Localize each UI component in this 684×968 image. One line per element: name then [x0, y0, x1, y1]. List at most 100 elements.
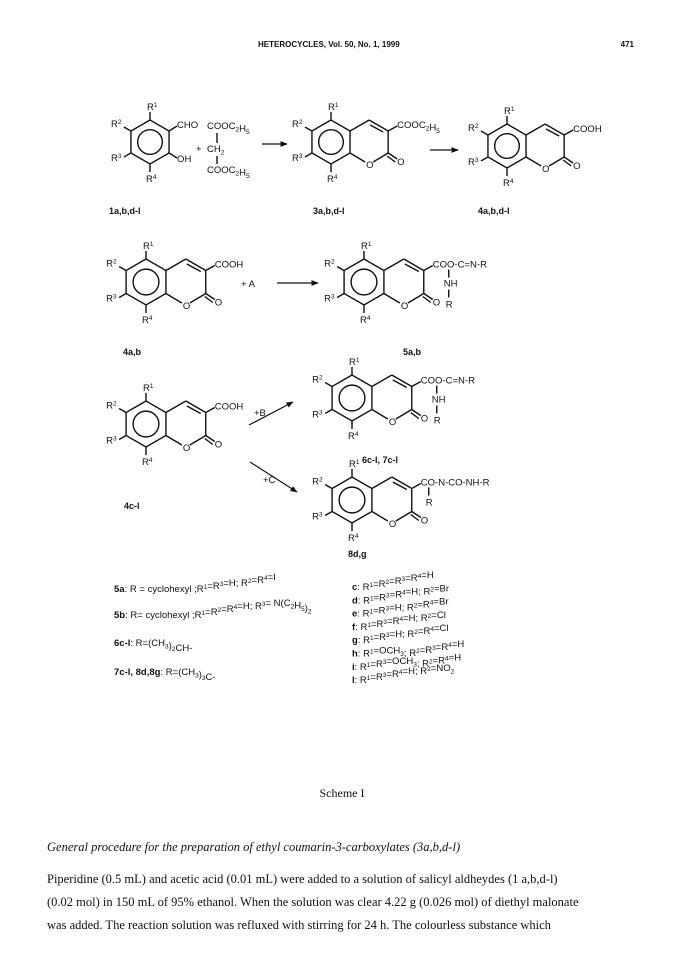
r3-label: R3 — [106, 436, 117, 447]
legend-right-entry: h: R1=OCH3; R2=R3=R4=H — [352, 639, 464, 660]
ring-oxygen-label: O — [401, 301, 408, 312]
ring-oxygen-label: O — [389, 519, 396, 530]
legend-left-entry: 6c-l: R=(CH3)2CH- — [114, 638, 192, 654]
r3-label: R3 — [111, 153, 122, 164]
coumarin-acid-ring — [487, 123, 527, 169]
malonate-bottom-label: COOC2H5 — [207, 165, 250, 180]
r4-label: R4 — [146, 174, 157, 185]
r2-label: R2 — [111, 119, 122, 130]
coumarin-urea-ring — [331, 476, 373, 524]
aromatic-ring — [338, 486, 366, 514]
legend-left-entry: 5b: R= cyclohexyl ;R1=R2=R4=H; R3= N(C2H… — [114, 598, 312, 621]
r2-label: R2 — [106, 259, 117, 270]
r2-label: R2 — [468, 123, 479, 134]
side-chain-label: COOH — [215, 260, 244, 271]
compound-label-4cl: 4c-l — [124, 501, 140, 511]
compound-label-1: 1a,b,d-l — [109, 206, 141, 216]
reaction-scheme: R1R2R3R4CHOOHCOOC2H5+CH2COOC2H51a,b,d-lO… — [106, 102, 602, 686]
aromatic-ring — [493, 132, 521, 160]
running-header: HETEROCYCLES, Vol. 50, No. 1, 1999 471 — [0, 40, 684, 54]
paragraph-line: (0.02 mol) in 150 mL of 95% ethanol. Whe… — [47, 895, 579, 909]
body-paragraph: Piperidine (0.5 mL) and acetic acid (0.0… — [47, 868, 641, 937]
legend-right-entry: f: R1=R3=R4=H; R2=Cl — [352, 610, 446, 633]
r3-label: R3 — [468, 157, 479, 168]
r3-label: R3 — [312, 410, 323, 421]
ring-oxygen-label: O — [366, 160, 373, 171]
coumarin-acid-ring — [125, 258, 167, 306]
r4-label: R4 — [142, 457, 153, 468]
r2-label: R2 — [292, 119, 303, 130]
compound-label-5ab: 5a,b — [403, 347, 422, 357]
side-chain-label: COO-C=N-R — [433, 260, 487, 271]
section-heading: General procedure for the preparation of… — [47, 840, 461, 854]
legend-right-entry: e: R1=R3=H; R2=R4=Br — [352, 597, 449, 620]
carbonyl-oxygen-label: O — [215, 440, 222, 451]
legend-right-entry: d: R1=R3=R4=H; R2=Br — [352, 583, 449, 606]
carbonyl-oxygen-label: O — [433, 298, 440, 309]
cho-label: CHO — [177, 120, 198, 131]
aromatic-ring — [136, 128, 164, 156]
compound-label-4: 4a,b,d-l — [478, 206, 510, 216]
r3-label: R3 — [312, 512, 323, 523]
side-chain-label: COOH — [573, 124, 602, 135]
scheme-caption: Scheme I — [319, 786, 365, 800]
reagent-c-label: +C — [263, 475, 276, 486]
nh-label: NH — [444, 279, 458, 290]
compound-label-3: 3a,b,d-l — [313, 206, 345, 216]
compound-label-4ab: 4a,b — [123, 347, 142, 357]
r1-label: R1 — [361, 241, 372, 252]
r2-label: R2 — [312, 375, 323, 386]
compound-label-8: 8d,g — [348, 549, 367, 559]
r3-label: R3 — [292, 153, 303, 164]
ring-oxygen-label: O — [389, 417, 396, 428]
ch2-label: CH2 — [207, 144, 225, 157]
aromatic-ring — [132, 410, 160, 438]
aromatic-ring — [338, 384, 366, 412]
carbonyl-oxygen-label: O — [421, 516, 428, 527]
reagent-b-label: +B — [254, 408, 266, 419]
salicylaldehyde-ring — [130, 119, 170, 165]
paragraph-line: was added. The reaction solution was ref… — [47, 918, 551, 932]
nh-label: NH — [432, 395, 446, 406]
journal-header: HETEROCYCLES, Vol. 50, No. 1, 1999 — [258, 40, 400, 49]
r1-label: R1 — [143, 241, 154, 252]
malonate-top-label: COOC2H5 — [207, 121, 250, 136]
ring-oxygen-label: O — [183, 301, 190, 312]
r1-label: R1 — [143, 383, 154, 394]
r3-label: R3 — [106, 294, 117, 305]
reaction-arrow — [249, 461, 298, 493]
r2-label: R2 — [324, 259, 335, 270]
aromatic-ring — [317, 128, 345, 156]
r4-label: R4 — [348, 431, 359, 442]
legend-right-entry: i: R1=R3=OCH3; R2=R4=H — [352, 652, 461, 673]
r1-label: R1 — [328, 102, 339, 113]
r-label: R — [426, 498, 433, 509]
carbonyl-oxygen-label: O — [397, 157, 404, 168]
side-chain-label: COO-C=N-R — [421, 376, 475, 387]
coumarin-ester-ring — [311, 119, 351, 165]
r4-label: R4 — [142, 315, 153, 326]
reagent-a-label: + A — [241, 279, 256, 290]
page-number: 471 — [620, 40, 634, 49]
r4-label: R4 — [348, 533, 359, 544]
r-label: R — [446, 300, 453, 311]
coumarin-amidine-ring — [343, 258, 385, 306]
r2-label: R2 — [312, 477, 323, 488]
legend-left-entry: 5a: R = cyclohexyl ;R1=R3=H; R2=R4=I — [114, 572, 276, 595]
compound-label-67: 6c-l, 7c-l — [362, 455, 398, 465]
side-chain-label: COOH — [215, 402, 244, 413]
carbonyl-oxygen-label: O — [573, 161, 580, 172]
oh-label: OH — [177, 154, 191, 165]
reaction-arrow — [248, 401, 294, 426]
r1-label: R1 — [504, 106, 515, 117]
ring-oxygen-label: O — [183, 443, 190, 454]
r4-label: R4 — [360, 315, 371, 326]
side-chain-label: CO-N-CO-NH-R — [421, 478, 490, 489]
plus-sign: + — [196, 144, 202, 155]
coumarin-amidine-ring — [331, 374, 373, 422]
legend-right-entry: g: R1=R3=H; R2=R4=Cl — [352, 623, 449, 646]
r1-label: R1 — [349, 459, 360, 470]
r3-label: R3 — [324, 294, 335, 305]
side-chain-label: COOC2H5 — [397, 120, 440, 135]
aromatic-ring — [350, 268, 378, 296]
